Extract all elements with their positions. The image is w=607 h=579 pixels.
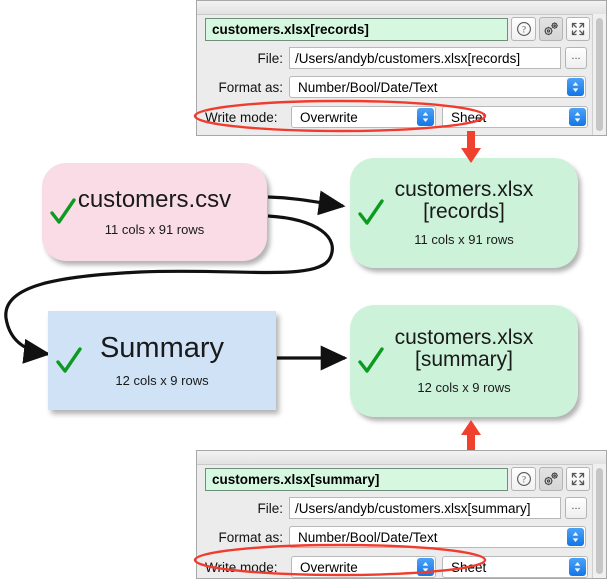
help-icon: ? <box>516 22 531 36</box>
node-title: customers.csv <box>77 186 232 214</box>
format-as-stepper[interactable] <box>567 78 584 96</box>
records-file-row: File: /Users/andyb/customers.xlsx[record… <box>205 46 590 70</box>
scrollbar-thumb[interactable] <box>596 468 603 574</box>
summary-format-row: Format as: Number/Bool/Date/Text <box>205 525 590 549</box>
expand-icon <box>571 472 585 486</box>
node-customers-csv[interactable]: customers.csv 11 cols x 91 rows <box>42 163 267 261</box>
node-subtitle: 11 cols x 91 rows <box>104 221 205 237</box>
records-format-row: Format as: Number/Bool/Date/Text <box>205 75 590 99</box>
node-title: customers.xlsx [summary] <box>394 325 534 372</box>
node-subtitle: 12 cols x 9 rows <box>115 372 209 388</box>
write-mode-stepper[interactable] <box>417 108 434 126</box>
format-as-label: Format as: <box>218 79 283 95</box>
write-mode-label: Write mode: <box>205 559 278 575</box>
format-as-value: Number/Bool/Date/Text <box>298 529 438 545</box>
browse-file-button[interactable]: ... <box>565 47 587 69</box>
summary-file-row: File: /Users/andyb/customers.xlsx[summar… <box>205 496 590 520</box>
summary-settings-panel: customers.xlsx[summary] ? <box>196 450 607 579</box>
chevron-updown-icon <box>422 112 429 122</box>
node-title-line1: customers.xlsx <box>394 325 534 349</box>
write-target-select[interactable]: Sheet <box>442 106 588 128</box>
write-target-value: Sheet <box>451 559 487 575</box>
write-mode-value: Overwrite <box>300 109 358 125</box>
svg-text:?: ? <box>522 24 526 34</box>
file-label: File: <box>257 500 283 516</box>
chevron-updown-icon <box>422 562 429 572</box>
format-as-select[interactable]: Number/Bool/Date/Text <box>289 76 586 98</box>
write-mode-select[interactable]: Overwrite <box>291 556 436 578</box>
node-title-line1: customers.xlsx <box>394 177 534 201</box>
settings-button[interactable] <box>538 467 563 491</box>
settings-button[interactable] <box>538 17 563 41</box>
chevron-updown-icon <box>574 562 581 572</box>
expand-button[interactable] <box>565 467 590 491</box>
panel-title-strip <box>197 451 606 465</box>
node-title: Summary <box>99 332 225 365</box>
summary-write-mode-row: Write mode: Overwrite Sheet <box>205 555 590 579</box>
file-path-input[interactable]: /Users/andyb/customers.xlsx[records] <box>289 47 561 69</box>
records-write-mode-row: Write mode: Overwrite Sheet <box>205 105 590 129</box>
write-mode-select[interactable]: Overwrite <box>291 106 436 128</box>
write-target-stepper[interactable] <box>569 108 586 126</box>
records-title-field[interactable]: customers.xlsx[records] <box>205 17 508 41</box>
summary-title-row: customers.xlsx[summary] ? <box>205 467 590 491</box>
write-target-select[interactable]: Sheet <box>442 556 588 578</box>
records-title-row: customers.xlsx[records] ? <box>205 17 590 41</box>
chevron-updown-icon <box>574 112 581 122</box>
expand-icon <box>571 22 585 36</box>
panel-scrollbar[interactable] <box>592 464 606 578</box>
write-target-value: Sheet <box>451 109 487 125</box>
node-title: customers.xlsx [records] <box>394 177 534 224</box>
gear-icon <box>544 472 558 486</box>
format-as-stepper[interactable] <box>567 528 584 546</box>
write-mode-label: Write mode: <box>205 109 278 125</box>
scrollbar-thumb[interactable] <box>596 18 603 131</box>
node-customers-xlsx-records[interactable]: customers.xlsx [records] 11 cols x 91 ro… <box>350 158 578 268</box>
node-title-line2: [summary] <box>414 348 513 371</box>
help-icon: ? <box>516 472 531 486</box>
chevron-updown-icon <box>572 532 579 542</box>
status-ok-icon <box>50 198 76 224</box>
annotation-arrow-up <box>461 420 481 450</box>
node-subtitle: 11 cols x 91 rows <box>414 232 514 248</box>
edge-csv-to-records <box>267 190 346 216</box>
browse-file-button[interactable]: ... <box>565 497 587 519</box>
file-label: File: <box>257 50 283 66</box>
node-subtitle: 12 cols x 9 rows <box>417 380 511 396</box>
format-as-select[interactable]: Number/Bool/Date/Text <box>289 526 586 548</box>
status-ok-icon <box>358 347 384 373</box>
node-summary[interactable]: Summary 12 cols x 9 rows <box>48 311 276 410</box>
write-mode-stepper[interactable] <box>417 558 434 576</box>
expand-button[interactable] <box>565 17 590 41</box>
format-as-label: Format as: <box>218 529 283 545</box>
write-target-stepper[interactable] <box>569 558 586 576</box>
format-as-value: Number/Bool/Date/Text <box>298 79 438 95</box>
chevron-updown-icon <box>572 82 579 92</box>
gear-icon <box>544 22 558 36</box>
help-button[interactable]: ? <box>511 17 536 41</box>
node-title-line2: [records] <box>423 200 505 223</box>
status-ok-icon <box>358 199 384 225</box>
records-settings-panel: customers.xlsx[records] ? <box>196 0 607 136</box>
status-ok-icon <box>56 346 82 373</box>
file-path-input[interactable]: /Users/andyb/customers.xlsx[summary] <box>289 497 561 519</box>
panel-scrollbar[interactable] <box>592 14 606 135</box>
help-button[interactable]: ? <box>511 467 536 491</box>
write-mode-value: Overwrite <box>300 559 358 575</box>
node-customers-xlsx-summary[interactable]: customers.xlsx [summary] 12 cols x 9 row… <box>350 305 578 417</box>
summary-title-field[interactable]: customers.xlsx[summary] <box>205 467 508 491</box>
panel-title-strip <box>197 1 606 15</box>
svg-text:?: ? <box>522 474 526 484</box>
